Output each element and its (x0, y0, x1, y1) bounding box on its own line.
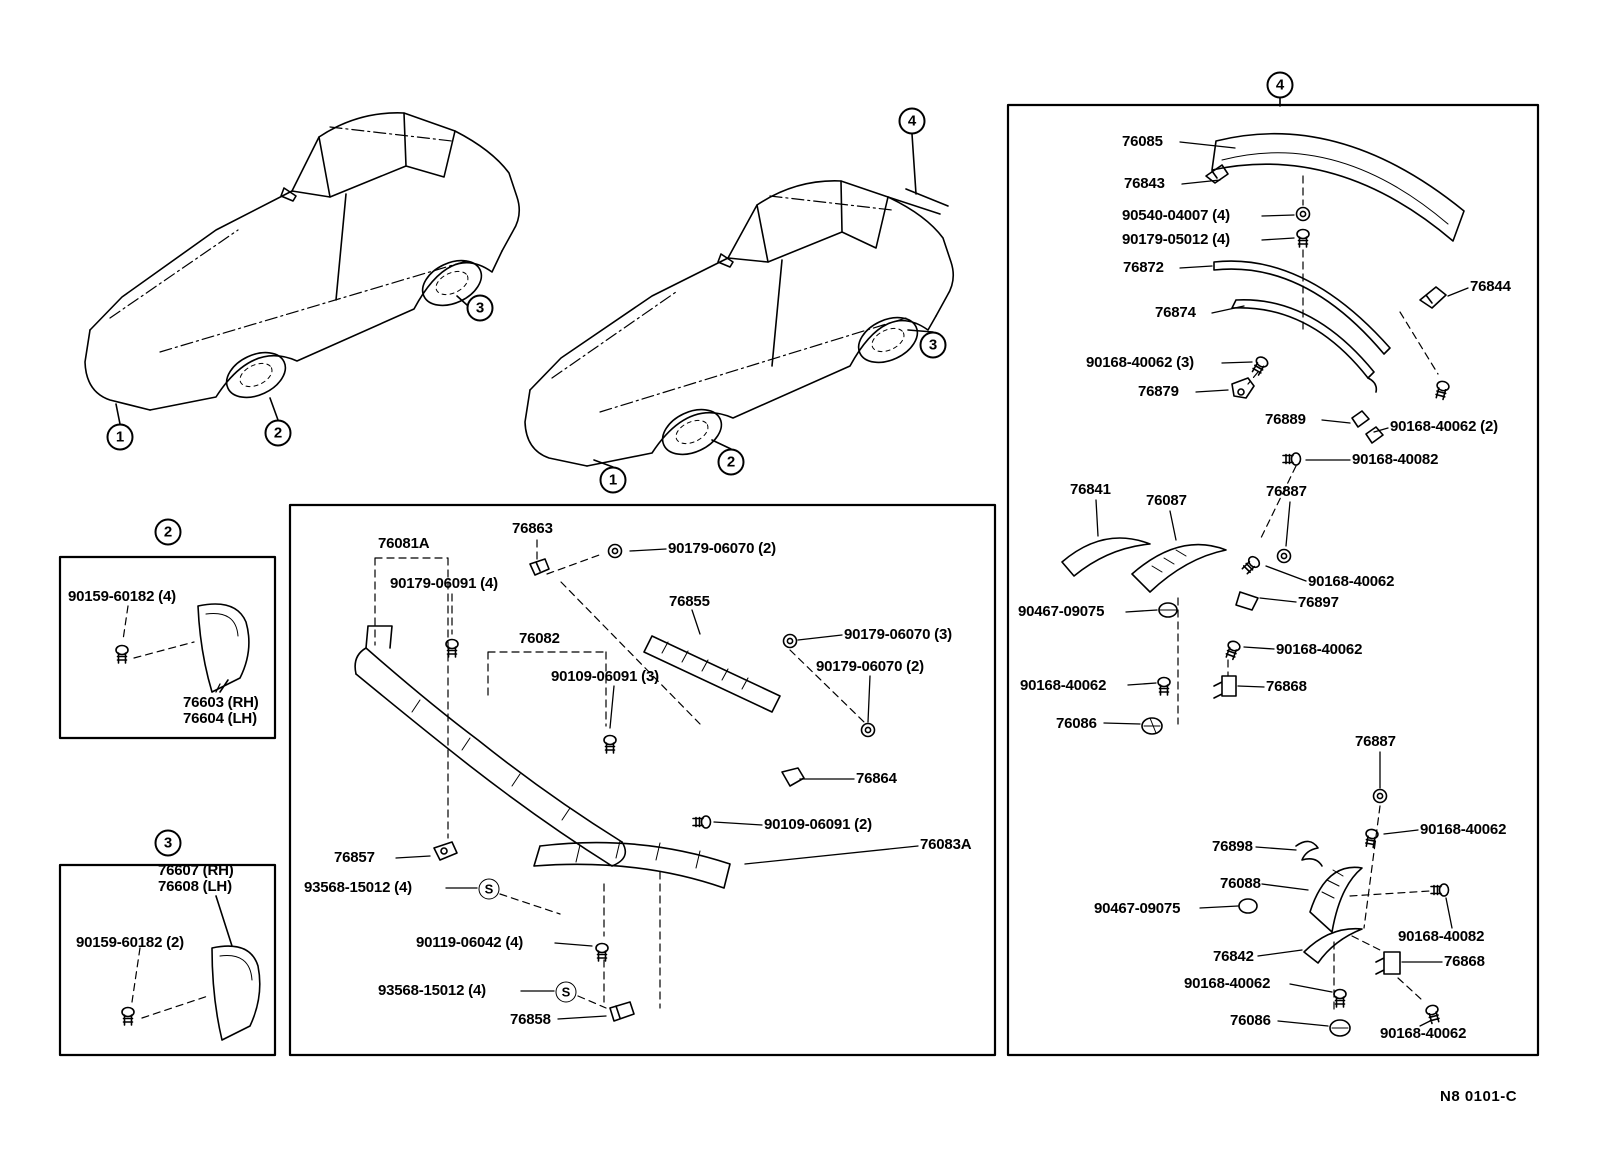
part-label: 90467-09075 (1018, 603, 1105, 620)
mudguard-rear-drawing (121, 895, 261, 1041)
part-label: 90168-40062 (1276, 641, 1363, 658)
part-label: 90109-06091 (3) (551, 668, 659, 685)
callout-sedan-2: 2 (264, 419, 292, 447)
part-label: 90540-04007 (4) (1122, 207, 1230, 224)
part-label: 76608 (LH) (158, 878, 232, 895)
callout-liftback-3: 3 (919, 331, 947, 359)
part-label: 90179-06070 (2) (816, 658, 924, 675)
spoiler-parts-drawing (1061, 132, 1465, 1037)
callout-section-3: 3 (154, 829, 182, 857)
part-label: 76603 (RH) (183, 694, 259, 711)
part-label: 90159-60182 (2) (76, 934, 184, 951)
part-label: 76868 (1444, 953, 1485, 970)
part-label: 76085 (1122, 133, 1163, 150)
section-box-bumper (288, 503, 997, 1057)
screw-grip-symbol: S (478, 878, 500, 900)
part-label: 76843 (1124, 175, 1165, 192)
callout-liftback-4: 4 (898, 107, 926, 135)
screw-grip-symbol: S (555, 981, 577, 1003)
part-label: 90159-60182 (4) (68, 588, 176, 605)
part-label: 76897 (1298, 594, 1339, 611)
part-label: 90168-40062 (1184, 975, 1271, 992)
part-label: 76863 (512, 520, 553, 537)
part-label: 90168-40082 (1352, 451, 1439, 468)
part-label: 90168-40062 (1020, 677, 1107, 694)
callout-sedan-1: 1 (106, 423, 134, 451)
part-label: 90168-40062 (1420, 821, 1507, 838)
part-label: 76887 (1355, 733, 1396, 750)
part-label: 76088 (1220, 875, 1261, 892)
part-label: 76868 (1266, 678, 1307, 695)
part-label: 76864 (856, 770, 897, 787)
callout-section-2: 2 (154, 518, 182, 546)
part-label: 90467-09075 (1094, 900, 1181, 917)
part-label: 90179-06070 (2) (668, 540, 776, 557)
callout-section-4: 4 (1266, 71, 1294, 99)
part-label: 76081A (378, 535, 430, 552)
section-box-mudguard-front (58, 555, 277, 740)
part-label: 76086 (1230, 1012, 1271, 1029)
bumper-parts-drawing (354, 539, 876, 1022)
callout-sedan-3: 3 (466, 294, 494, 322)
part-label: 90179-05012 (4) (1122, 231, 1230, 248)
mudguard-front-drawing (115, 603, 250, 693)
part-label: 76898 (1212, 838, 1253, 855)
part-label: 76874 (1155, 304, 1196, 321)
part-label: 93568-15012 (4) (304, 879, 412, 896)
part-label: 93568-15012 (4) (378, 982, 486, 999)
part-label: 90168-40082 (1398, 928, 1485, 945)
part-label: 90168-40062 (1308, 573, 1395, 590)
part-label: 90179-06070 (3) (844, 626, 952, 643)
part-label: 76087 (1146, 492, 1187, 509)
part-label: 76841 (1070, 481, 1111, 498)
section-box-mudguard-rear (58, 863, 277, 1057)
part-label: 76086 (1056, 715, 1097, 732)
part-label: 76083A (920, 836, 972, 853)
part-label: 90109-06091 (2) (764, 816, 872, 833)
part-label: 90119-06042 (4) (416, 934, 524, 951)
part-label: 76082 (519, 630, 560, 647)
part-label: 76872 (1123, 259, 1164, 276)
part-label: 76842 (1213, 948, 1254, 965)
section-box-spoiler (1006, 103, 1540, 1057)
leader-lines (215, 141, 1469, 1027)
part-label: 76857 (334, 849, 375, 866)
part-label: 90168-40062 (2) (1390, 418, 1498, 435)
callout-liftback-1: 1 (599, 466, 627, 494)
part-label: 76889 (1265, 411, 1306, 428)
callout-liftback-2: 2 (717, 448, 745, 476)
page-code: N8 0101-C (1440, 1088, 1518, 1105)
part-label: 76879 (1138, 383, 1179, 400)
part-label: 90168-40062 (1380, 1025, 1467, 1042)
part-label: 90179-06091 (4) (390, 575, 498, 592)
part-label: 76604 (LH) (183, 710, 257, 727)
part-label: 76855 (669, 593, 710, 610)
car-sedan-drawing (84, 112, 521, 425)
part-label: 90168-40062 (3) (1086, 354, 1194, 371)
part-label: 76844 (1470, 278, 1511, 295)
part-label: 76858 (510, 1011, 551, 1028)
car-liftback-drawing (524, 133, 955, 468)
part-label: 76607 (RH) (158, 862, 234, 879)
part-label: 76887 (1266, 483, 1307, 500)
